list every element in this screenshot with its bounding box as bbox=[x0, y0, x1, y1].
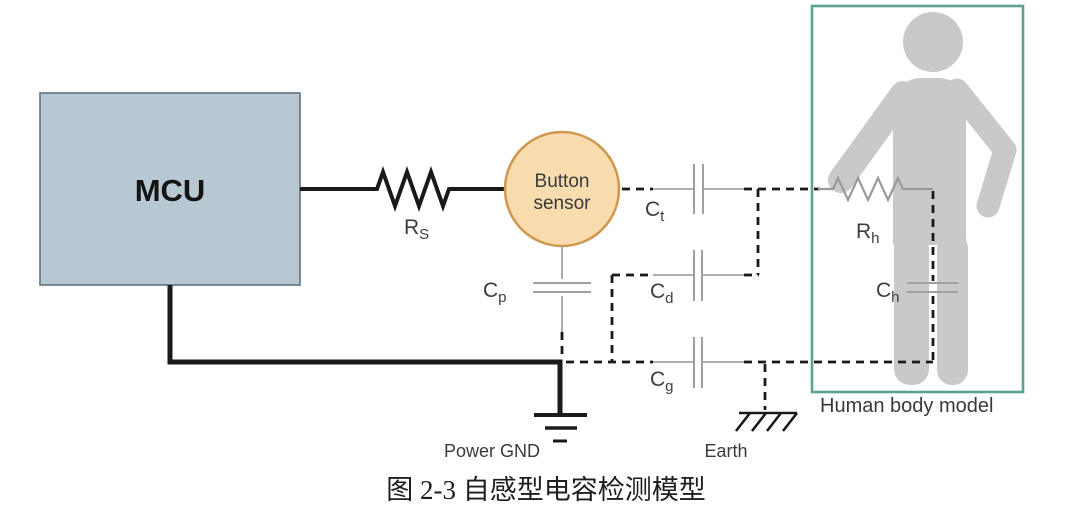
power-gnd-label: Power GND bbox=[444, 441, 540, 461]
silhouette-left-arm bbox=[828, 81, 916, 193]
silhouette-right-arm bbox=[945, 78, 1017, 218]
cd-label: Cd bbox=[650, 280, 674, 307]
silhouette-head bbox=[903, 12, 963, 72]
capacitor-cd bbox=[653, 250, 744, 301]
silhouette-right-leg bbox=[937, 233, 968, 385]
wire-mcu-to-power-gnd bbox=[167, 285, 563, 413]
human-body-model-box bbox=[810, 4, 1025, 394]
power-gnd-symbol bbox=[534, 413, 587, 443]
button-sensor-label-line2: sensor bbox=[533, 193, 591, 214]
capacitor-ct bbox=[653, 164, 744, 214]
ch-label: Ch bbox=[876, 279, 900, 306]
human-body-model-label: Human body model bbox=[820, 395, 993, 417]
earth-symbol bbox=[734, 411, 799, 432]
wire-mcu-to-sensor-with-rs bbox=[300, 165, 506, 213]
rs-label: RS bbox=[404, 216, 429, 243]
cg-label: Cg bbox=[650, 368, 674, 395]
ct-label: Ct bbox=[645, 198, 665, 225]
capacitor-cp bbox=[533, 246, 591, 332]
earth-label: Earth bbox=[704, 441, 747, 461]
silhouette-left-leg bbox=[894, 233, 929, 385]
human-silhouette bbox=[828, 12, 1017, 385]
figure-caption: 图 2-3 自感型电容检测模型 bbox=[386, 475, 706, 505]
cp-label: Cp bbox=[483, 279, 507, 306]
resistor-rh bbox=[818, 175, 933, 203]
silhouette-torso bbox=[893, 78, 966, 245]
capacitor-ch bbox=[907, 282, 958, 293]
rh-label: Rh bbox=[856, 220, 880, 247]
capacitor-cg bbox=[653, 337, 744, 388]
mcu-block bbox=[39, 92, 301, 286]
button-sensor-label-line1: Button bbox=[535, 171, 590, 192]
mcu-label: MCU bbox=[135, 173, 206, 208]
